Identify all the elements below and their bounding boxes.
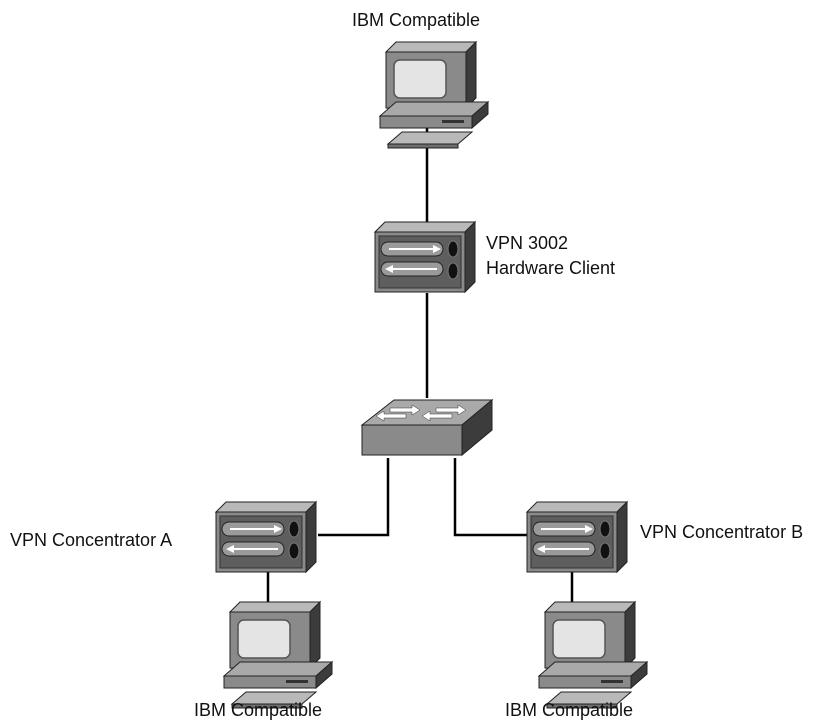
pc-right-icon: [538, 601, 648, 709]
pc-top-label: IBM Compatible: [352, 10, 481, 30]
hw-client-label-line1: VPN 3002: [486, 233, 569, 253]
link-switch-to-conc-a: [318, 458, 390, 537]
pc-left-label: IBM Compatible: [194, 700, 323, 720]
pc-left-icon: [223, 601, 333, 709]
pc-top-icon: [379, 41, 489, 149]
vpn-hardware-client-icon: [374, 221, 476, 293]
pc-right-label: IBM Compatible: [505, 700, 634, 720]
links: [266, 126, 574, 602]
link-switch-to-conc-b: [453, 458, 530, 537]
hw-client-label-line2: Hardware Client: [486, 258, 616, 278]
vpn-concentrator-b-icon: [526, 501, 628, 573]
conc-b-label: VPN Concentrator B: [640, 522, 804, 542]
vpn-concentrator-a-icon: [215, 501, 317, 573]
switch-icon: [361, 399, 493, 456]
conc-a-label: VPN Concentrator A: [10, 530, 173, 550]
